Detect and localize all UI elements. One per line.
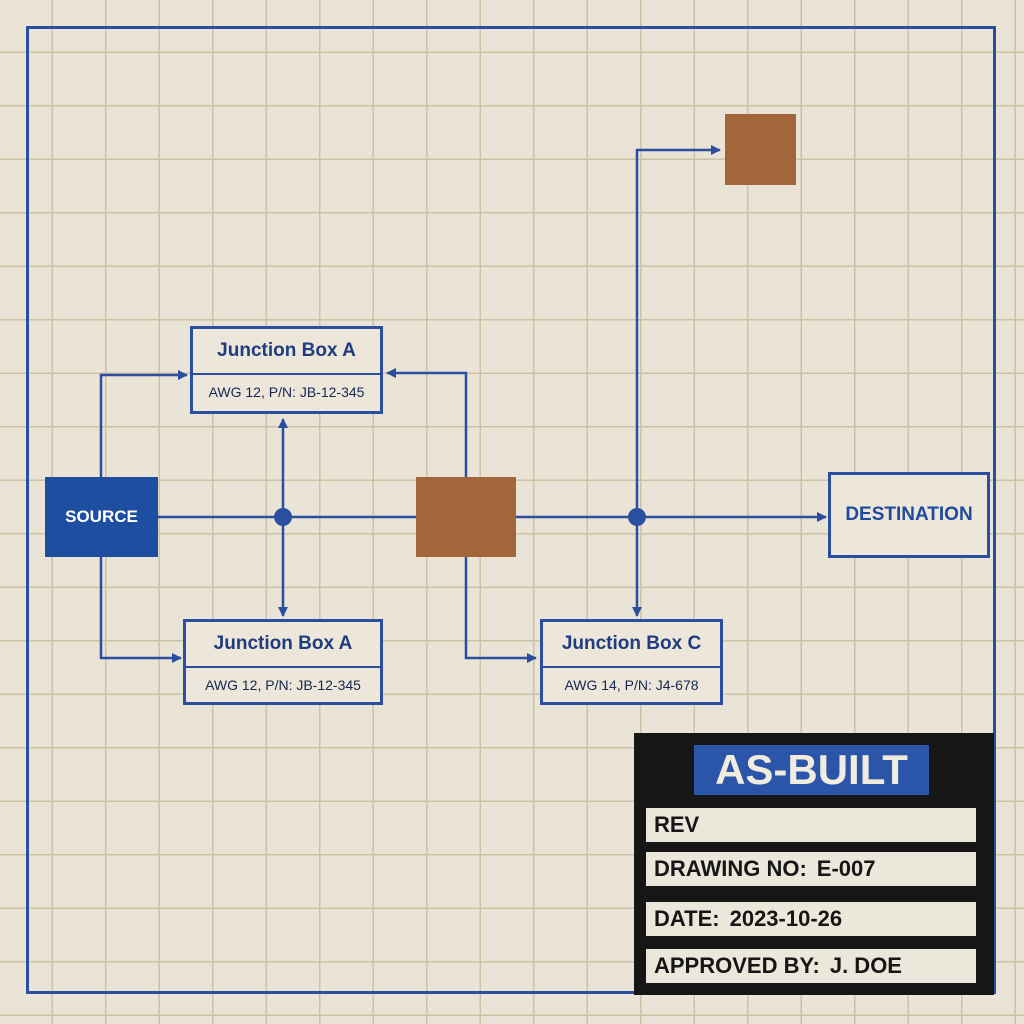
date-row: DATE: 2023-10-26 (646, 902, 976, 936)
junction-box-a-bottom: Junction Box A AWG 12, P/N: JB-12-345 (183, 619, 383, 705)
wire-component-to-jb-a-top (386, 368, 468, 477)
drawing-no-label: DRAWING NO: (654, 856, 807, 881)
junction-node-1 (274, 508, 292, 526)
drawing-no-row: DRAWING NO: E-007 (646, 852, 976, 886)
junction-node-2 (628, 508, 646, 526)
junction-box-title: Junction Box A (186, 622, 380, 668)
date-value: 2023-10-26 (729, 906, 843, 931)
wire-source-to-jb-a-top (99, 370, 188, 477)
wire-component-to-jb-c (464, 557, 537, 663)
junction-box-spec: AWG 12, P/N: JB-12-345 (208, 384, 365, 400)
junction-box-c: Junction Box C AWG 14, P/N: J4-678 (540, 619, 723, 705)
wire-source-to-jb-a-bottom (99, 557, 182, 663)
source-box: SOURCE (45, 477, 158, 557)
junction-box-title: Junction Box A (193, 329, 380, 375)
destination-box: DESTINATION (828, 472, 990, 558)
wire-node2-to-top-component (635, 145, 721, 517)
approved-row: APPROVED BY: J. DOE (646, 949, 976, 983)
date-label: DATE: (654, 906, 720, 931)
drawing-no-value: E-007 (816, 856, 876, 881)
drawing-border (26, 26, 996, 994)
junction-box-spec: AWG 14, P/N: J4-678 (564, 677, 699, 693)
component-block-top (725, 114, 796, 185)
source-label: SOURCE (65, 507, 138, 526)
junction-box-title: Junction Box C (543, 622, 720, 668)
title-block: AS-BUILT REV DRAWING NO: E-007 DATE: 202… (634, 733, 994, 995)
as-built-stamp: AS-BUILT (694, 745, 929, 795)
junction-box-spec: AWG 12, P/N: JB-12-345 (205, 677, 361, 693)
rev-label: REV (654, 812, 700, 837)
approved-label: APPROVED BY: (654, 953, 820, 978)
rev-row: REV (646, 808, 976, 842)
junction-box-a-top: Junction Box A AWG 12, P/N: JB-12-345 (190, 326, 383, 414)
component-block-center (416, 477, 516, 557)
approved-value: J. DOE (829, 953, 902, 978)
destination-label: DESTINATION (845, 504, 973, 525)
